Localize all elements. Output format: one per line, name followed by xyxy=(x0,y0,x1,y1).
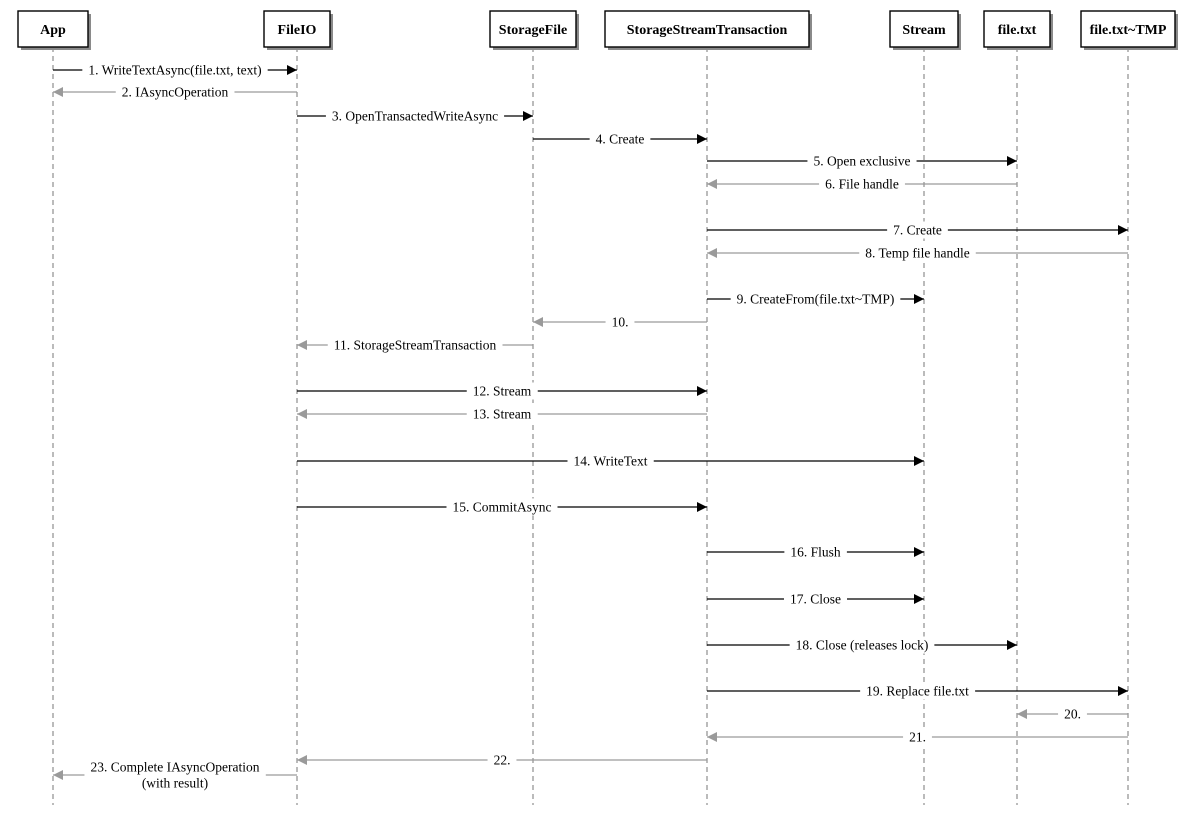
message-label: 11. StorageStreamTransaction xyxy=(334,338,497,353)
message-9: 9. CreateFrom(file.txt~TMP) xyxy=(707,290,924,308)
message-10: 10. xyxy=(533,313,707,331)
participant-box xyxy=(983,10,1051,48)
message-label-mask xyxy=(327,336,503,354)
participant-sst: StorageStreamTransaction xyxy=(604,10,812,50)
participant-label: file.txt xyxy=(998,23,1037,38)
message-label-mask xyxy=(819,175,905,193)
message-label-mask xyxy=(605,313,635,331)
message-18: 18. Close (releases lock) xyxy=(707,636,1017,654)
message-label-mask xyxy=(115,83,235,101)
message-23: 23. Complete IAsyncOperation(with result… xyxy=(53,758,297,792)
message-label-mask xyxy=(325,107,505,125)
message-label: 9. CreateFrom(file.txt~TMP) xyxy=(737,292,895,307)
message-label-mask xyxy=(589,130,651,148)
participant-box xyxy=(1080,10,1176,48)
message-label: 12. Stream xyxy=(473,384,532,399)
message-19: 19. Replace file.txt xyxy=(707,682,1128,700)
participant-label: file.txt~TMP xyxy=(1090,23,1167,38)
participant-storagefile: StorageFile xyxy=(489,10,579,50)
message-label: 16. Flush xyxy=(790,545,841,560)
message-label-mask xyxy=(84,758,266,792)
message-label-mask xyxy=(859,244,976,262)
message-7: 7. Create xyxy=(707,221,1128,239)
message-13: 13. Stream xyxy=(297,405,707,423)
message-22: 22. xyxy=(297,751,707,769)
message-label: 2. IAsyncOperation xyxy=(122,85,229,100)
message-label-mask xyxy=(487,751,517,769)
participant-box xyxy=(489,10,577,48)
message-label: 10. xyxy=(612,315,629,330)
messages: 1. WriteTextAsync(file.txt, text) 2. IAsy… xyxy=(53,61,1128,792)
participant-box xyxy=(604,10,810,48)
message-label: 21. xyxy=(909,730,926,745)
message-label: 15. CommitAsync xyxy=(452,500,551,515)
message-label: 8. Temp file handle xyxy=(865,246,970,261)
message-label: 1. WriteTextAsync(file.txt, text) xyxy=(88,63,261,78)
message-12: 12. Stream xyxy=(297,382,707,400)
message-5: 5. Open exclusive xyxy=(707,152,1017,170)
message-label: 13. Stream xyxy=(473,407,532,422)
message-label-mask xyxy=(466,405,538,423)
participant-filetmp: file.txt~TMP xyxy=(1080,10,1178,50)
participant-filetxt: file.txt xyxy=(983,10,1053,50)
message-label-mask xyxy=(789,636,935,654)
participant-box xyxy=(17,10,89,48)
message-3: 3. OpenTransactedWriteAsync xyxy=(297,107,533,125)
message-label: 6. File handle xyxy=(825,177,899,192)
message-label-mask xyxy=(807,152,917,170)
message-8: 8. Temp file handle xyxy=(707,244,1128,262)
message-label: 19. Replace file.txt xyxy=(866,684,969,699)
lifelines xyxy=(52,47,1129,805)
message-1: 1. WriteTextAsync(file.txt, text) xyxy=(53,61,297,79)
message-label-mask xyxy=(730,290,901,308)
message-label: 3. OpenTransactedWriteAsync xyxy=(332,109,498,124)
message-label-mask xyxy=(784,543,847,561)
message-4: 4. Create xyxy=(533,130,707,148)
participant-stream: Stream xyxy=(889,10,961,50)
message-label-line2: (with result) xyxy=(142,776,208,791)
message-20: 20. xyxy=(1017,705,1128,723)
message-label-mask xyxy=(860,682,976,700)
participant-app: App xyxy=(17,10,91,50)
participant-label: StorageStreamTransaction xyxy=(627,23,788,38)
message-6: 6. File handle xyxy=(707,175,1017,193)
message-label: 5. Open exclusive xyxy=(813,154,910,169)
message-14: 14. WriteText xyxy=(297,452,924,470)
participant-fileio: FileIO xyxy=(263,10,333,50)
message-label: 4. Create xyxy=(596,132,645,147)
message-label-mask xyxy=(783,590,848,608)
participant-label: Stream xyxy=(902,23,946,38)
message-label: 22. xyxy=(494,753,511,768)
participant-box xyxy=(889,10,959,48)
message-label: 7. Create xyxy=(893,223,942,238)
message-label: 20. xyxy=(1064,707,1081,722)
message-label-mask xyxy=(903,728,932,746)
message-21: 21. xyxy=(707,728,1128,746)
message-label-mask xyxy=(567,452,654,470)
message-11: 11. StorageStreamTransaction xyxy=(297,336,533,354)
message-label: 23. Complete IAsyncOperation xyxy=(90,760,259,775)
message-label: 14. WriteText xyxy=(574,454,648,469)
participant-label: App xyxy=(40,23,66,38)
message-15: 15. CommitAsync xyxy=(297,498,707,516)
message-label: 18. Close (releases lock) xyxy=(796,638,929,653)
message-16: 16. Flush xyxy=(707,543,924,561)
participant-label: FileIO xyxy=(278,23,317,38)
message-17: 17. Close xyxy=(707,590,924,608)
message-label-mask xyxy=(82,61,268,79)
message-label: 17. Close xyxy=(790,592,841,607)
message-label-mask xyxy=(887,221,948,239)
message-label-mask xyxy=(446,498,558,516)
participants: App FileIO StorageFile StorageStreamTransac… xyxy=(17,10,1178,50)
message-label-mask xyxy=(466,382,538,400)
participant-label: StorageFile xyxy=(499,23,567,38)
message-label-mask xyxy=(1058,705,1087,723)
message-2: 2. IAsyncOperation xyxy=(53,83,297,101)
participant-box xyxy=(263,10,331,48)
